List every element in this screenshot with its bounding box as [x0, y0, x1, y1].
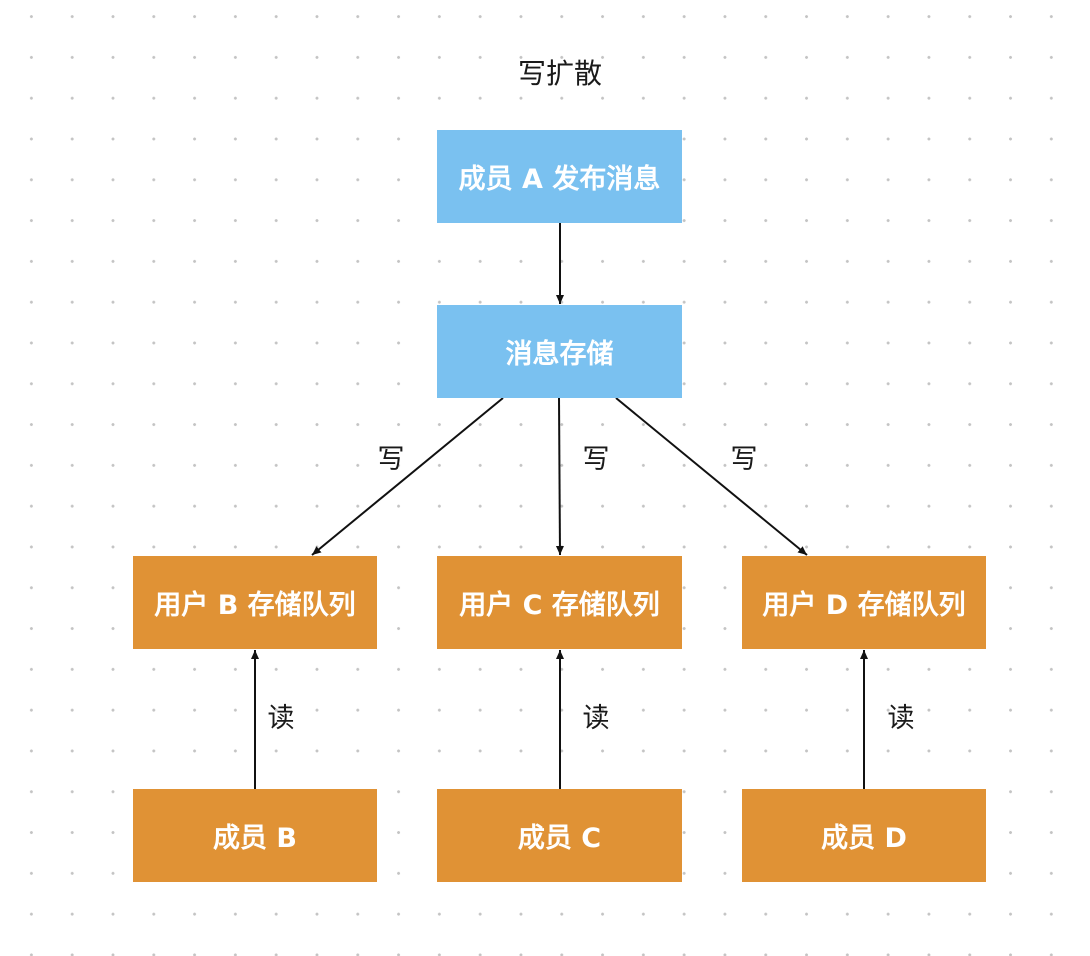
diagram-title: 写扩散	[517, 57, 602, 90]
node-publisher: 成员 A 发布消息	[437, 130, 682, 223]
arrow-store-to-queue-d	[615, 397, 808, 556]
edge-label-write-c: 写	[582, 444, 610, 475]
node-queue-c: 用户 C 存储队列	[437, 556, 682, 649]
edge-label-write-b: 写	[377, 444, 405, 475]
node-queue-d: 用户 D 存储队列	[742, 556, 986, 649]
arrow-store-to-queue-c	[555, 397, 564, 556]
edge-label-read-c: 读	[582, 703, 610, 734]
edge-label-read-d: 读	[887, 703, 915, 734]
edge-label-write-d: 写	[730, 444, 758, 475]
arrow-store-to-queue-b	[311, 397, 504, 556]
node-queue-b: 用户 B 存储队列	[133, 556, 377, 649]
node-member-b: 成员 B	[133, 789, 377, 882]
node-member-c: 成员 C	[437, 789, 682, 882]
node-message-store: 消息存储	[437, 305, 682, 398]
edge-label-read-b: 读	[267, 703, 295, 734]
node-member-d: 成员 D	[742, 789, 986, 882]
